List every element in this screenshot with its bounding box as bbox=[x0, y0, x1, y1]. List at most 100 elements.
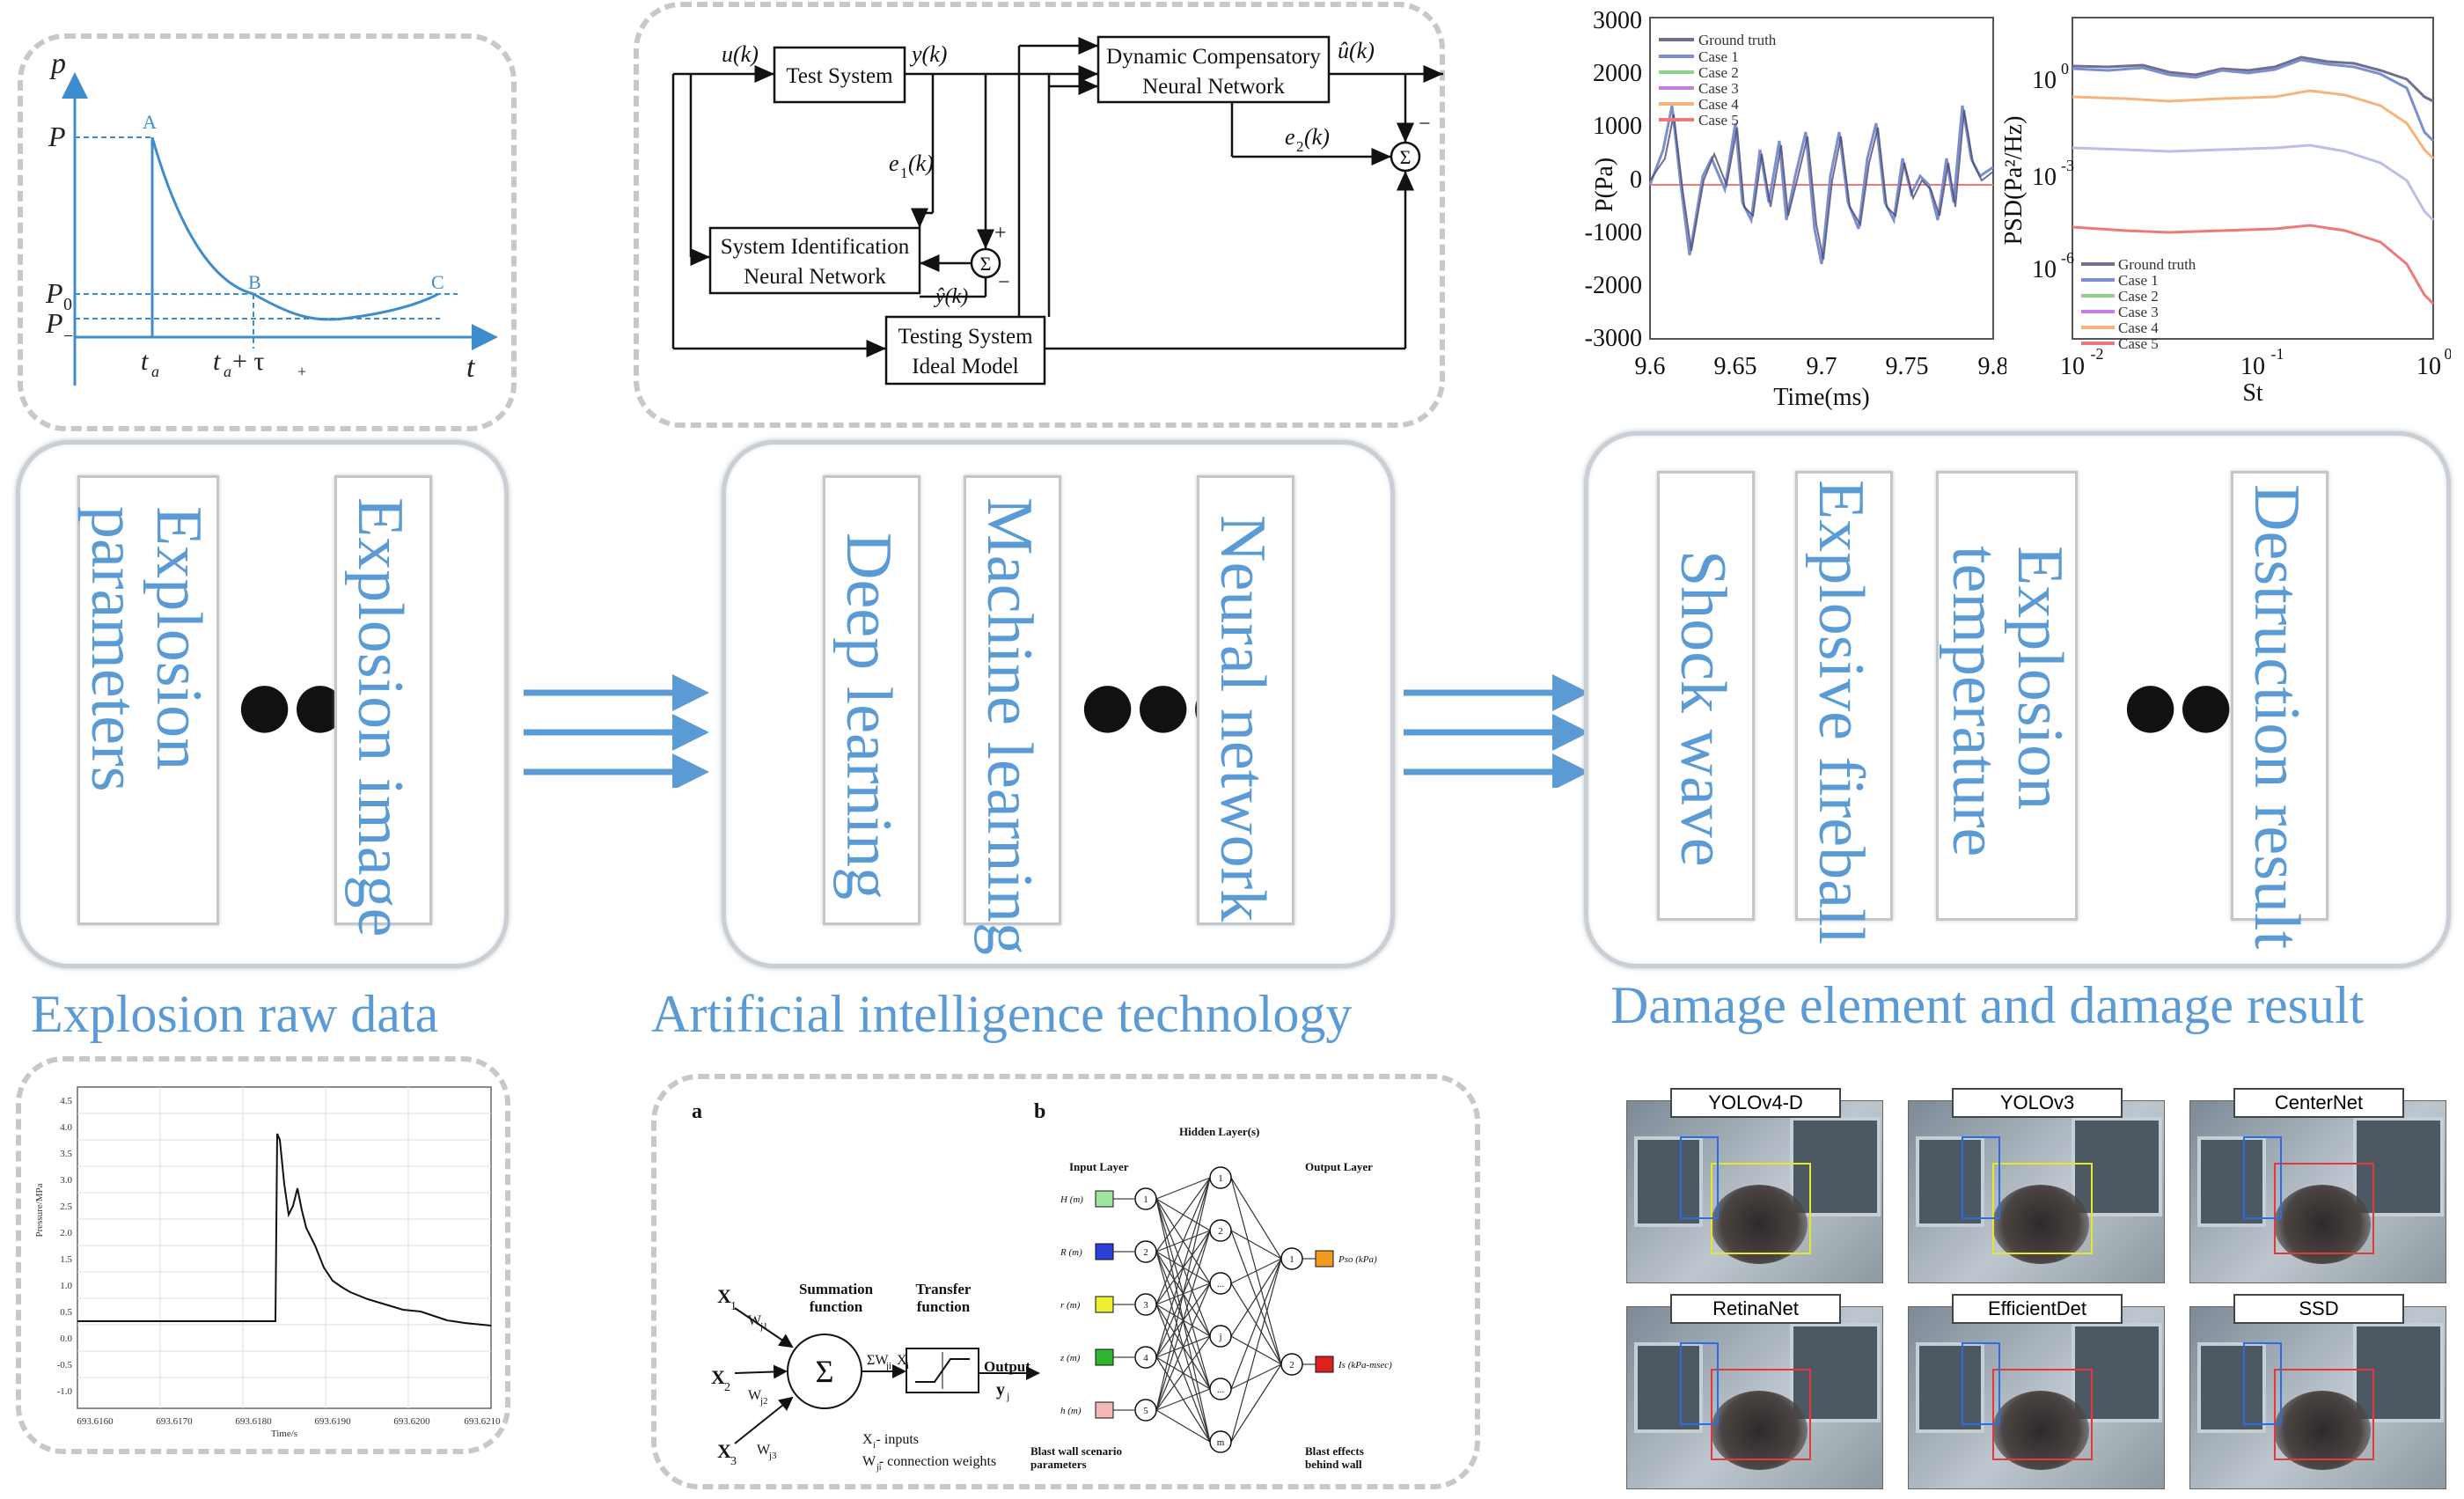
pressure-curve-diagram: p t P P 0 P − A B C t a t a + τ + bbox=[45, 48, 498, 386]
svg-text:Case 5: Case 5 bbox=[1698, 112, 1739, 129]
svg-text:i: i bbox=[873, 1441, 876, 1451]
axis-p-label: p bbox=[49, 48, 66, 80]
svg-text:y: y bbox=[996, 1380, 1005, 1400]
window-right bbox=[1790, 1117, 1881, 1216]
label-destruction-result: Destruction result bbox=[2240, 484, 2313, 950]
detection-image bbox=[1908, 1306, 2165, 1489]
svg-text:0.5: 0.5 bbox=[60, 1307, 72, 1318]
svg-text:Input Layer: Input Layer bbox=[1069, 1160, 1129, 1173]
label-a: a bbox=[692, 1100, 702, 1123]
svg-text:+ τ: + τ bbox=[232, 347, 264, 376]
svg-text:(k): (k) bbox=[908, 151, 934, 176]
label-uhat: û(k) bbox=[1338, 38, 1375, 63]
svg-text:4: 4 bbox=[1143, 1353, 1148, 1363]
svg-text:Testing System: Testing System bbox=[898, 325, 1033, 349]
detection-image bbox=[1626, 1306, 1883, 1489]
svg-text:Pressure/MPa: Pressure/MPa bbox=[34, 1183, 45, 1237]
column-destruction-result bbox=[2231, 471, 2328, 921]
window-left bbox=[2197, 1136, 2266, 1227]
y-axis-label: P(Pa) bbox=[1591, 158, 1618, 212]
svg-text:W: W bbox=[748, 1388, 762, 1403]
y-tick: 2000 bbox=[1593, 60, 1642, 87]
window-right bbox=[2072, 1117, 2162, 1216]
output-node: 1 bbox=[1280, 1247, 1303, 1270]
svg-text:Case 5: Case 5 bbox=[2118, 335, 2159, 352]
input-node: 2 bbox=[1134, 1240, 1157, 1263]
svg-text:Ground truth: Ground truth bbox=[2118, 256, 2196, 273]
detection-box bbox=[1711, 1369, 1811, 1460]
point-B: B bbox=[248, 271, 261, 293]
detection-image bbox=[2189, 1306, 2446, 1489]
y-tick: 10 bbox=[2032, 164, 2057, 191]
svg-text:a: a bbox=[151, 363, 159, 380]
svg-text:3.5: 3.5 bbox=[60, 1149, 72, 1159]
input-color-box bbox=[1095, 1243, 1114, 1260]
svg-text:-3: -3 bbox=[2061, 157, 2074, 174]
series-ground-truth-line bbox=[2072, 55, 2434, 103]
tick-ta: t bbox=[141, 347, 149, 376]
svg-text:Σ: Σ bbox=[816, 1354, 834, 1389]
raw-signal-panel bbox=[16, 1056, 510, 1454]
svg-text:Case 2: Case 2 bbox=[2118, 288, 2159, 305]
hidden-node: 1 bbox=[1209, 1166, 1232, 1189]
window-left bbox=[1916, 1136, 1984, 1227]
column-deep-learning bbox=[823, 475, 920, 925]
input-node: 4 bbox=[1134, 1346, 1157, 1369]
svg-text:2.0: 2.0 bbox=[60, 1228, 72, 1238]
input-label: R (m) bbox=[1060, 1247, 1082, 1258]
detection-box bbox=[2274, 1163, 2374, 1254]
svg-text:(k): (k) bbox=[1304, 124, 1330, 150]
y-tick: 10 bbox=[2032, 256, 2057, 283]
svg-text:Case 4: Case 4 bbox=[1698, 96, 1739, 113]
label-explosion-parameters: Explosion parameters bbox=[77, 506, 215, 792]
svg-text:Blast effects: Blast effects bbox=[1305, 1444, 1364, 1458]
detection-box bbox=[1962, 1342, 2000, 1425]
title-damage: Damage element and damage result bbox=[1610, 976, 2365, 1034]
window-left bbox=[1634, 1342, 1703, 1433]
svg-text:X: X bbox=[711, 1366, 725, 1388]
x-tick: 9.65 bbox=[1714, 353, 1757, 380]
svg-text:...: ... bbox=[1217, 1279, 1225, 1290]
label-yk: y(k) bbox=[909, 41, 947, 67]
label-shock-wave: Shock wave bbox=[1667, 550, 1739, 867]
label-uk: u(k) bbox=[722, 41, 759, 67]
column-explosion-image bbox=[334, 475, 432, 925]
svg-text:Blast wall scenario: Blast wall scenario bbox=[1030, 1444, 1122, 1458]
detection-box bbox=[2274, 1369, 2374, 1460]
input-color-box bbox=[1095, 1401, 1114, 1419]
detection-method-title: YOLOv4-D bbox=[1670, 1088, 1841, 1118]
window-right bbox=[2353, 1117, 2444, 1216]
pressure-curve-panel bbox=[18, 33, 517, 431]
series-ground-truth-line bbox=[1649, 109, 1994, 261]
x-tick: 9.75 bbox=[1886, 353, 1929, 380]
detection-image bbox=[2189, 1100, 2446, 1283]
x-tick: 9.8 bbox=[1978, 353, 2007, 380]
svg-text:...: ... bbox=[1217, 1385, 1225, 1395]
svg-text:+: + bbox=[994, 222, 1007, 245]
svg-text:1: 1 bbox=[900, 165, 908, 181]
y-tick: -2000 bbox=[1585, 272, 1642, 299]
detection-box bbox=[1962, 1136, 2000, 1219]
svg-text:0: 0 bbox=[63, 295, 72, 314]
svg-text:1: 1 bbox=[1289, 1254, 1294, 1265]
label-e2: e bbox=[1285, 124, 1295, 150]
svg-text:X: X bbox=[717, 1285, 731, 1307]
svg-text:2: 2 bbox=[724, 1381, 730, 1394]
svg-text:-1: -1 bbox=[2271, 345, 2284, 363]
svg-text:j2: j2 bbox=[759, 1396, 768, 1407]
detection-method-title: CenterNet bbox=[2233, 1088, 2404, 1118]
svg-text:Case 3: Case 3 bbox=[2118, 304, 2159, 320]
y-tick: 10 bbox=[2032, 67, 2057, 94]
damage-hole bbox=[2274, 1185, 2371, 1264]
mlp-diagram: b Input Layer Hidden Layer(s) Output Lay… bbox=[1030, 1100, 1392, 1471]
svg-text:ΣW: ΣW bbox=[867, 1353, 889, 1368]
column-explosion-parameters bbox=[77, 475, 219, 925]
label-yhat: ŷ(k) bbox=[934, 285, 968, 308]
svg-text:4.5: 4.5 bbox=[60, 1096, 72, 1106]
x-tick: 9.6 bbox=[1635, 353, 1666, 380]
control-block-diagram: u(k) y(k) û(k) Test System Dynamic Compe… bbox=[671, 35, 1443, 386]
detection-method-title: SSD bbox=[2233, 1294, 2404, 1324]
x-tick: 10 bbox=[2240, 353, 2265, 380]
svg-text:X: X bbox=[717, 1440, 731, 1462]
svg-text:Output Layer: Output Layer bbox=[1305, 1160, 1373, 1173]
